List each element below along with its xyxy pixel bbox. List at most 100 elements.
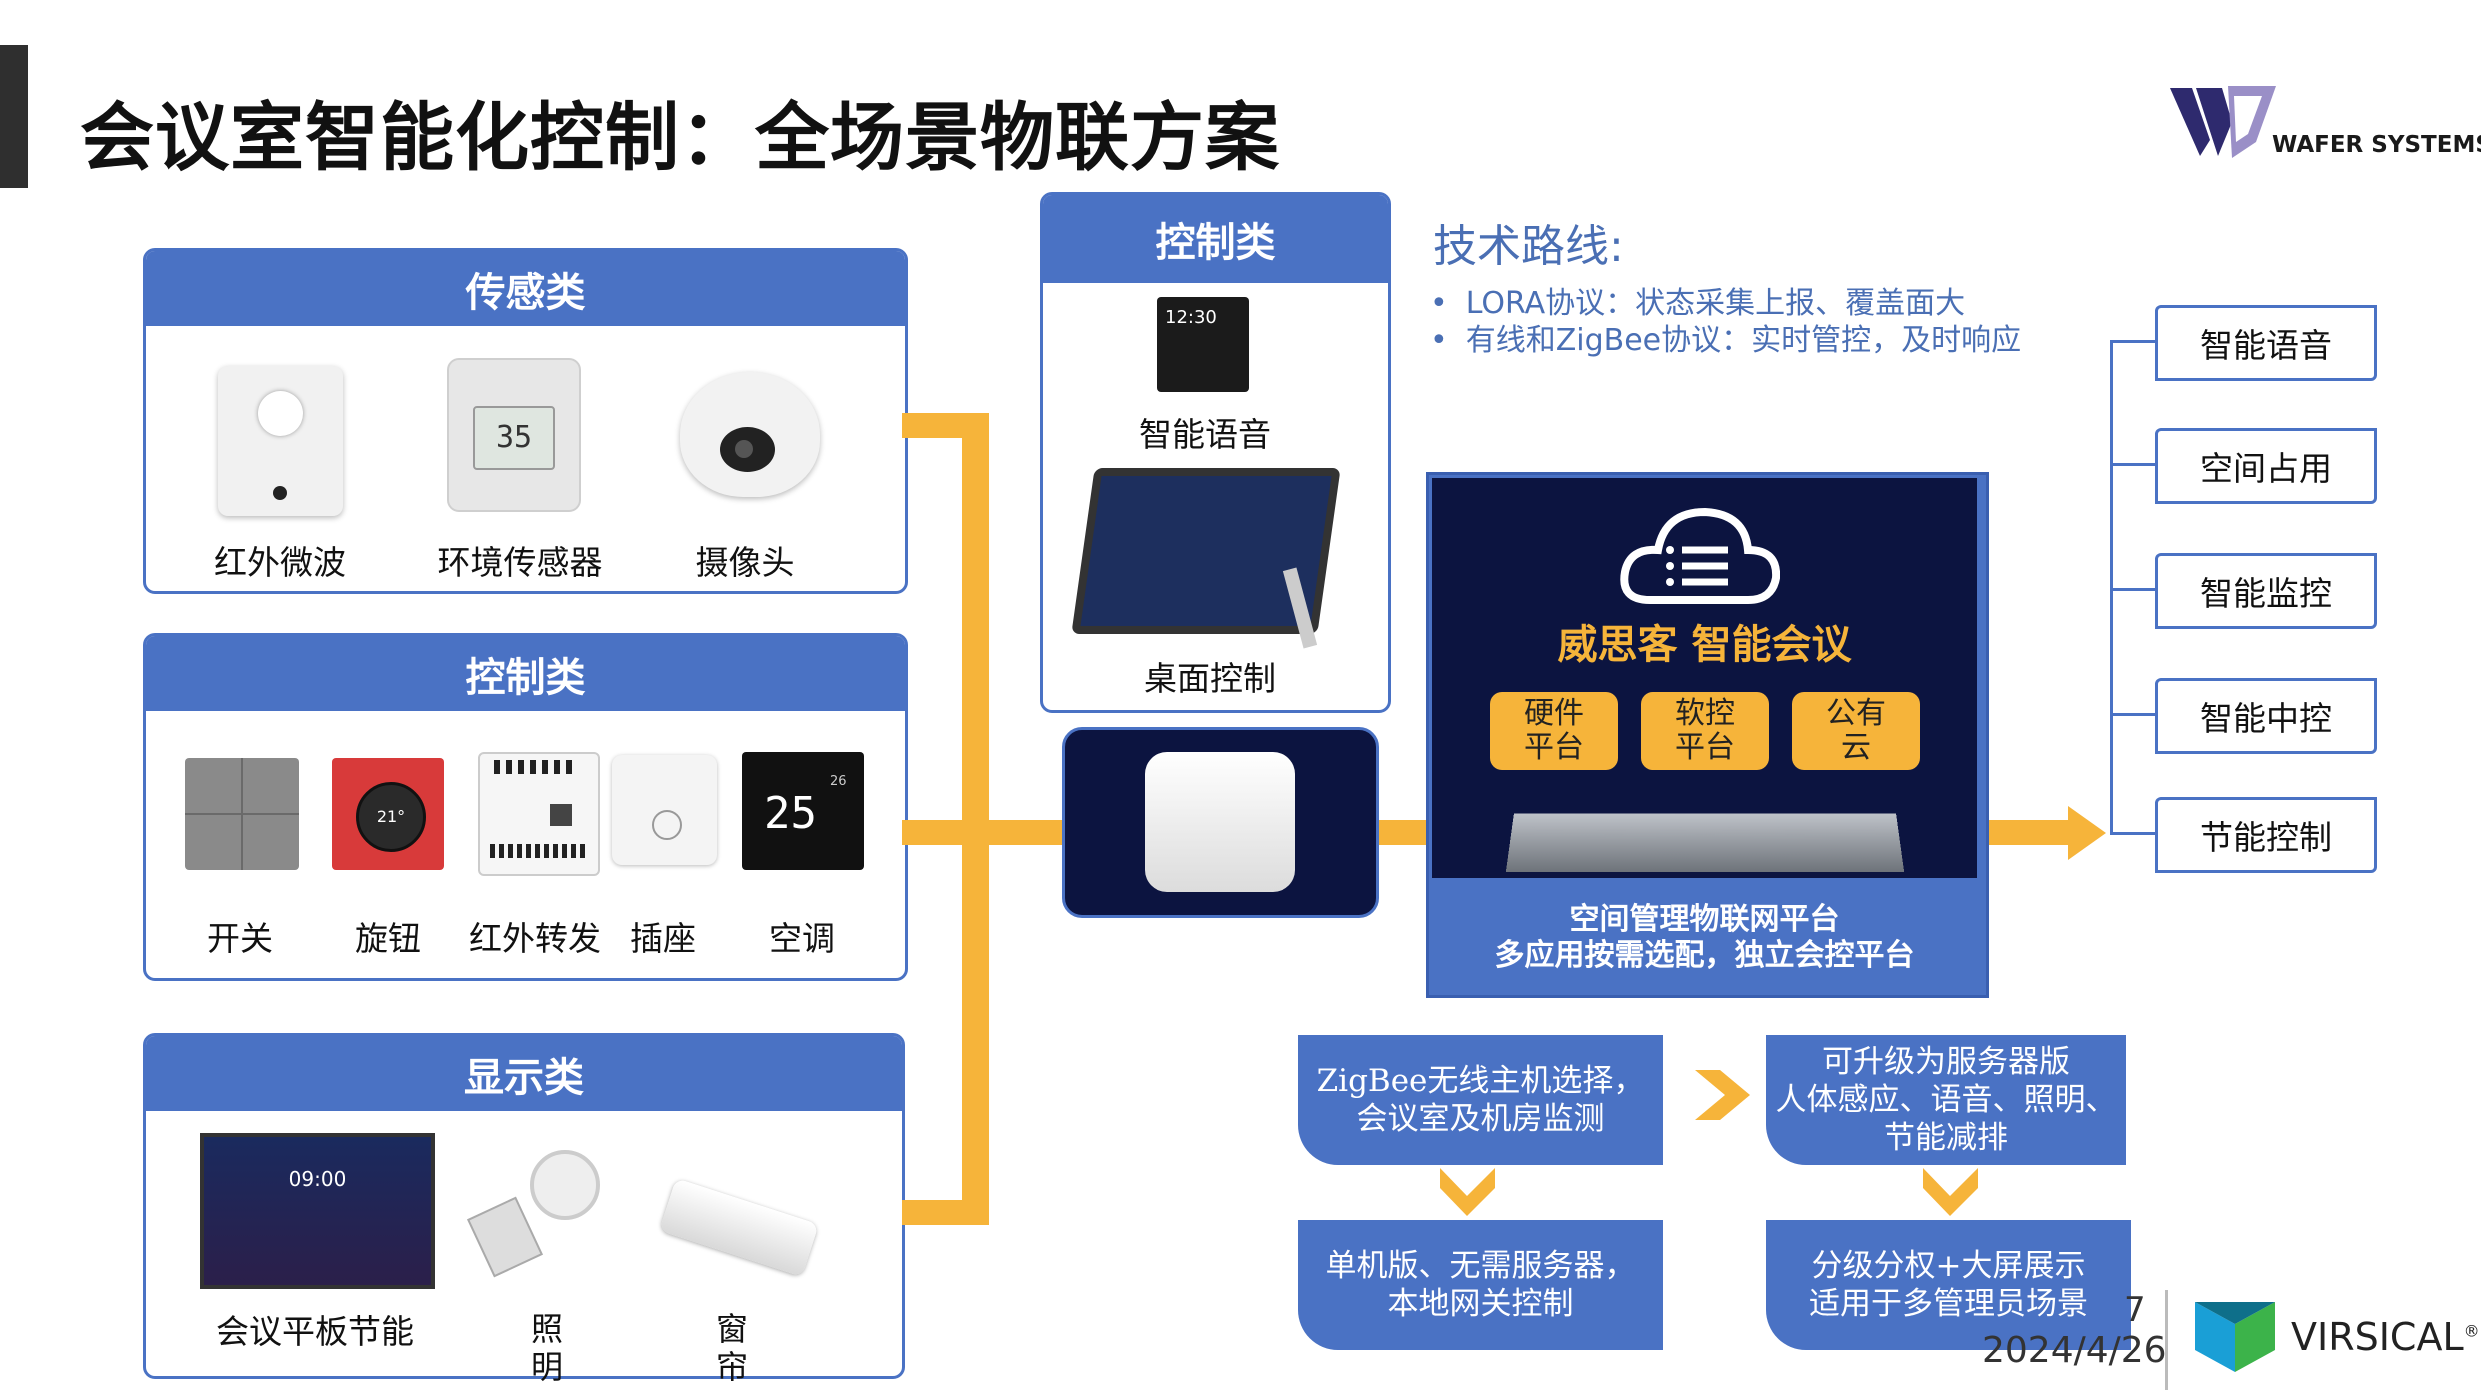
sc-line-1: 软控	[1675, 696, 1735, 731]
virsical-mark: ®	[2463, 1321, 2480, 1341]
control-label-socket: 插座	[630, 919, 696, 958]
display-label-lighting: 照 明	[527, 1310, 567, 1386]
chevron-down-icon-2	[1923, 1168, 1978, 1216]
server-device	[1505, 813, 1905, 872]
control-label-ir: 红外转发	[469, 919, 601, 958]
hw-line-2: 平台	[1524, 730, 1584, 765]
mid-label-voice: 智能语音	[1139, 415, 1271, 454]
virsical-logo-text: VIRSICAL®	[2291, 1315, 2480, 1359]
display-label-panel: 会议平板节能	[216, 1312, 414, 1351]
platform-button-cloud: 公有云	[1792, 692, 1920, 770]
env-sensor-display: 35	[473, 406, 555, 470]
knob-display: 21°	[356, 782, 426, 852]
flow3-line-1: 单机版、无需服务器，	[1325, 1248, 1636, 1284]
footer-date: 2024/4/26	[1982, 1330, 2167, 1371]
lighting-char-2: 明	[530, 1348, 563, 1386]
flow2-line-1: 可升级为服务器版	[1822, 1044, 2070, 1080]
virsical-logo	[2195, 1302, 2275, 1372]
platform-name: 威思客 智能会议	[1557, 622, 1852, 668]
flow1-line-1: ZigBee无线主机选择，	[1316, 1063, 1645, 1099]
output-monitoring: 智能监控	[2155, 553, 2377, 629]
ac-display: 25	[764, 788, 817, 839]
sc-line-2: 平台	[1675, 730, 1735, 765]
gateway-device	[1062, 727, 1379, 918]
output-tick-2	[2110, 463, 2155, 466]
voice-panel-device: 12:30	[1157, 297, 1249, 392]
wafer-logo	[2170, 82, 2280, 160]
flow4-line-2: 适用于多管理员场景	[1809, 1286, 2088, 1322]
tech-title: 技术路线:	[1433, 221, 1624, 272]
flow3-line-2: 本地网关控制	[1387, 1286, 1574, 1322]
flow-box-standalone: 单机版、无需服务器， 本地网关控制	[1298, 1220, 1663, 1350]
flow2-line-2: 人体感应、语音、照明、	[1775, 1082, 2117, 1118]
cloud-icon	[1620, 500, 1781, 610]
platform-footer-line-2: 多应用按需选配，独立会控平台	[1494, 938, 1915, 973]
socket-device	[612, 755, 717, 865]
flow-box-zigbee: ZigBee无线主机选择， 会议室及机房监测	[1298, 1035, 1663, 1165]
output-central-control: 智能中控	[2155, 678, 2377, 754]
flow2-line-3: 节能减排	[1884, 1120, 2008, 1156]
sensing-header: 传感类	[146, 251, 905, 326]
control-label-knob: 旋钮	[355, 919, 421, 958]
output-tick-5	[2110, 832, 2155, 835]
connector-trunk	[962, 413, 989, 1225]
knob-device: 21°	[332, 758, 444, 870]
output-bracket-line	[2110, 340, 2113, 835]
output-energy: 节能控制	[2155, 797, 2377, 873]
arrow-right-icon	[2068, 806, 2106, 860]
output-tick-1	[2110, 340, 2155, 343]
control-label-switch: 开关	[207, 919, 273, 958]
conference-panel-device: 09:00	[200, 1133, 435, 1289]
tech-bullet-2: •有线和ZigBee协议：实时管控，及时响应	[1430, 323, 2022, 358]
output-voice: 智能语音	[2155, 305, 2377, 381]
infrared-microwave-sensor	[218, 366, 343, 516]
sensor-label-infrared: 红外微波	[214, 543, 346, 582]
mid-label-desktop: 桌面控制	[1144, 659, 1276, 698]
lighting-device	[467, 1150, 600, 1278]
page-title: 会议室智能化控制：全场景物联方案	[80, 95, 1280, 181]
wafer-logo-text: WAFER SYSTEMS	[2272, 132, 2481, 158]
camera-device	[680, 372, 820, 497]
ir-forwarder-device	[478, 752, 600, 876]
connector-control	[902, 820, 1062, 845]
ac-small-display: 26	[830, 774, 847, 789]
platform-dark-area	[1432, 478, 1977, 878]
curtain-motor-device	[659, 1178, 824, 1278]
chevron-down-icon	[1440, 1168, 1495, 1216]
control-mid-header: 控制类	[1043, 195, 1388, 283]
tech-line-2: 有线和ZigBee协议：实时管控，及时响应	[1465, 323, 2022, 358]
virsical-text: VIRSICAL	[2291, 1315, 2464, 1359]
sensor-label-camera: 摄像头	[695, 543, 795, 582]
sensor-label-environment: 环境传感器	[437, 543, 603, 582]
title-accent-bar	[0, 45, 28, 188]
environment-sensor: 35	[447, 358, 581, 512]
platform-footer-line-1: 空间管理物联网平台	[1569, 902, 1840, 937]
curtain-char-2: 帘	[715, 1348, 748, 1386]
platform-button-softcontrol: 软控平台	[1641, 692, 1769, 770]
desktop-control-device	[1063, 458, 1343, 649]
cloud-line-1: 公有	[1826, 696, 1886, 731]
display-label-curtain: 窗 帘	[712, 1310, 752, 1386]
footer-divider	[2165, 1290, 2168, 1390]
flow4-line-1: 分级分权+大屏展示	[1811, 1248, 2086, 1284]
output-tick-3	[2110, 588, 2155, 591]
page-number: 7	[2124, 1290, 2146, 1330]
control-panel: 控制类	[143, 633, 908, 981]
tech-bullet-1: •LORA协议：状态采集上报、覆盖面大	[1430, 286, 1966, 321]
tech-line-1: LORA协议：状态采集上报、覆盖面大	[1465, 286, 1966, 321]
cloud-line-2: 云	[1841, 730, 1871, 765]
flow-box-multiadmin: 分级分权+大屏展示 适用于多管理员场景	[1766, 1220, 2131, 1350]
chevron-right-icon	[1695, 1070, 1750, 1120]
ac-panel-device: 25 26	[742, 752, 864, 870]
connector-display	[902, 1200, 989, 1225]
lighting-char-1: 照	[530, 1310, 563, 1348]
output-occupancy: 空间占用	[2155, 428, 2377, 504]
control-label-ac: 空调	[769, 919, 835, 958]
connector-platform-outputs	[1983, 820, 2073, 845]
control-header: 控制类	[146, 636, 905, 711]
connector-gateway-platform	[1373, 820, 1429, 845]
conference-panel-time: 09:00	[288, 1167, 347, 1191]
display-header: 显示类	[146, 1036, 902, 1111]
platform-button-hardware: 硬件平台	[1490, 692, 1618, 770]
flow1-line-2: 会议室及机房监测	[1356, 1101, 1605, 1137]
